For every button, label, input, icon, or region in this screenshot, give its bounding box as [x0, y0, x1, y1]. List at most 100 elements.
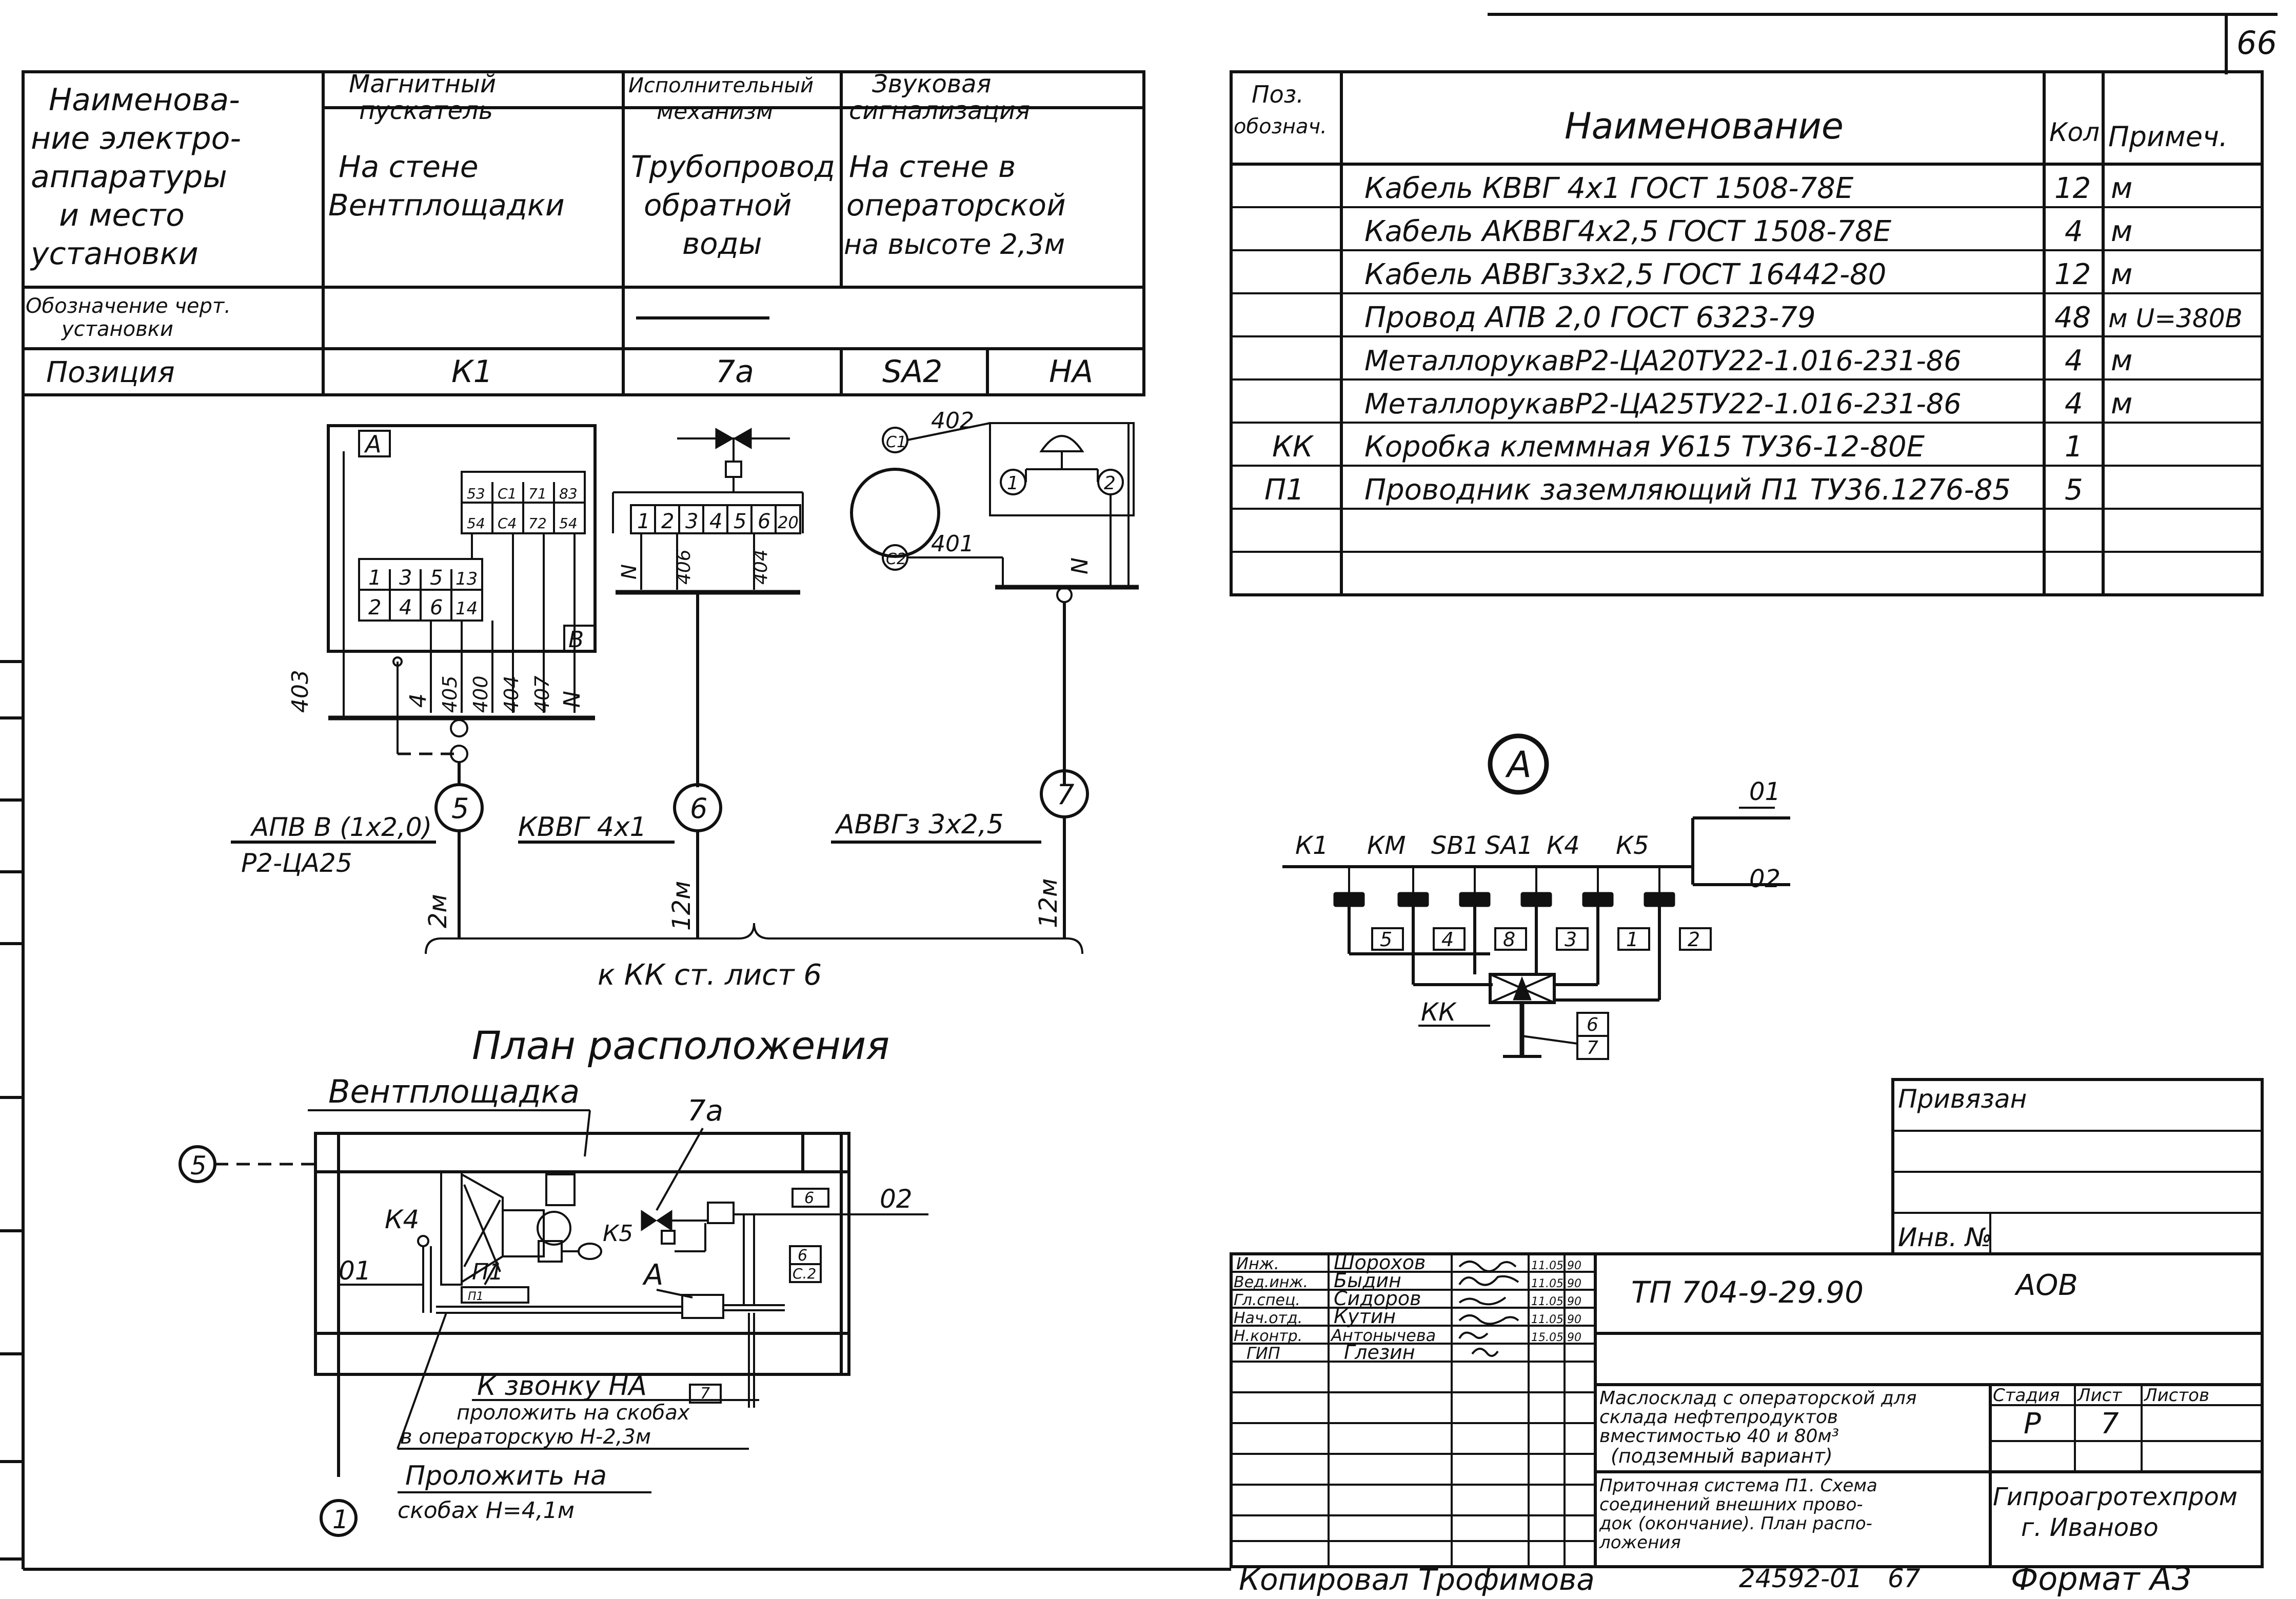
axis-5: 5	[190, 1151, 207, 1181]
spec-row: Кабель КВВГ 4х1 ГОСТ 1508-78Е 12 м	[1364, 172, 2132, 205]
signature-marks	[1458, 1261, 1519, 1357]
terminal-label: 1	[368, 566, 381, 590]
detail-number: 2	[1688, 928, 1700, 951]
siren-terminal: 1	[1007, 473, 1019, 494]
spec-cell-qty: 5	[2065, 473, 2083, 507]
detail-number: 1	[1626, 928, 1638, 951]
spec-cell-pos: КК	[1272, 430, 1314, 464]
sheet-value: 7	[2101, 1407, 2119, 1441]
row-header-line4: и место	[59, 197, 185, 233]
position-k1: К1	[451, 354, 493, 390]
footer: Копировал Трофимова 24592-01 67 Формат А…	[1239, 1560, 2192, 1597]
wire-label: 4	[405, 693, 431, 708]
device-b-label: В	[568, 627, 584, 653]
plan-02: 02	[880, 1184, 913, 1214]
cable-label: АПВ В (1х2,0)	[250, 812, 432, 842]
detail-marker	[1488, 733, 1549, 795]
position-7a: 7а	[716, 354, 754, 390]
position-ha: HA	[1049, 354, 1093, 390]
detail-a: А 01 02 К1	[1282, 733, 1790, 1060]
spec-row: МеталлорукавР2-ЦА25ТУ22-1.016-231-86 4 м	[1364, 387, 2132, 421]
title-block: Привязан Инв. № Инж. Вед.инж. Гл.спец. Н…	[1230, 1078, 2264, 1568]
object-line: Маслосклад с операторской для	[1599, 1388, 1917, 1409]
spec-cell-qty: 48	[2054, 301, 2091, 334]
layout-plan: План расположения Вентплощадка 5 1 К5	[179, 1023, 928, 1537]
terminal-label: 3	[399, 566, 412, 590]
fan-unit-icon	[440, 1171, 602, 1286]
plan-title: План расположения	[472, 1023, 889, 1068]
col2-place-line1: Трубопровод	[631, 149, 835, 184]
siren-wire: N	[1067, 557, 1093, 574]
actuator-terminal: 2	[661, 510, 674, 533]
actuator-wire: N	[618, 564, 641, 579]
spec-cell-name: Кабель АВВГз3х2,5 ГОСТ 16442-80	[1364, 258, 1886, 291]
sign-date: 11.05.90	[1531, 1277, 1581, 1290]
page-number: 66	[2236, 24, 2277, 62]
equipment-table: Наименова- ние электро- аппаратуры и мес…	[22, 70, 1145, 396]
drawing-label-line2: установки	[61, 317, 173, 341]
detail-label: К5	[1616, 831, 1649, 860]
sheet-format: Формат А3	[2011, 1560, 2192, 1597]
sheets-label: Листов	[2143, 1385, 2209, 1406]
spec-cell-name: Провод АПВ 2,0 ГОСТ 6323-79	[1364, 301, 1816, 334]
cable-length: 12м	[1034, 878, 1063, 928]
position-label: Позиция	[46, 356, 175, 389]
project-section: АОВ	[2014, 1269, 2078, 1302]
wire-label: N	[559, 691, 585, 708]
spec-row: П1 Проводник заземляющий П1 ТУ36.1276-85…	[1264, 473, 2083, 507]
detail-terminal	[1582, 867, 1614, 907]
spec-row: КК Коробка клеммная У615 ТУ36-12-80Е 1	[1272, 430, 2083, 464]
detail-number: 3	[1565, 928, 1577, 951]
actuator-terminal: 4	[709, 510, 722, 533]
detail-label: КМ	[1367, 831, 1406, 860]
sheet-title-line: док (окончание). План распо-	[1599, 1513, 1872, 1534]
detail-sheet-ref: 7	[1587, 1037, 1598, 1058]
col2-place-line3: воды	[682, 226, 762, 261]
wire-label: 407	[531, 675, 553, 713]
person-name: Сидоров	[1334, 1287, 1421, 1310]
horn-box	[989, 422, 1135, 516]
object-line: (подземный вариант)	[1611, 1445, 1833, 1467]
spec-cell-qty: 12	[2054, 172, 2091, 205]
stage-label: Стадия	[1993, 1385, 2060, 1406]
person-name: Глезин	[1344, 1341, 1415, 1364]
plan-c2: С.2	[793, 1265, 816, 1282]
detail-terminal	[1644, 867, 1675, 907]
siren-terminal: С1	[886, 433, 906, 451]
copied-by: Копировал Трофимова	[1239, 1562, 1595, 1597]
col3-place-line2: операторской	[846, 188, 1066, 223]
cable-length: 12м	[667, 881, 696, 931]
spec-cell-qty: 12	[2054, 258, 2091, 291]
detail-box-label: КК	[1421, 998, 1457, 1027]
spec-cell-name: Кабель КВВГ 4х1 ГОСТ 1508-78Е	[1364, 172, 1854, 205]
org-line: Гипроагротехпром	[1993, 1483, 2238, 1511]
contact-label: 53	[467, 485, 485, 502]
detail-number: 5	[1380, 928, 1392, 951]
row-header-line5: установки	[30, 236, 199, 272]
object-line: склада нефтепродуктов	[1599, 1407, 1838, 1428]
contact-label: 71	[528, 485, 547, 502]
valve-icon	[641, 1202, 735, 1252]
wire-label: 400	[469, 675, 492, 713]
detail-sheet-ref: 6	[1587, 1014, 1598, 1035]
object-line: вместимостью 40 и 80м³	[1599, 1426, 1839, 1447]
detail-a-title: А	[1505, 744, 1532, 786]
detail-terminal	[1520, 867, 1552, 907]
position-sa2: SA2	[882, 354, 942, 390]
plan-6b: 6	[798, 1247, 807, 1265]
plan-note1-line3: в операторскую Н-2,3м	[400, 1425, 651, 1449]
siren-terminal: 2	[1104, 473, 1116, 494]
plan-7: 7	[700, 1385, 710, 1403]
spec-cell-pos: П1	[1264, 473, 1304, 507]
privyazan-label: Привязан	[1898, 1084, 2027, 1114]
plan-k5: К5	[603, 1221, 633, 1247]
actuator-terminal: 5	[734, 510, 746, 533]
row-header-line2: ние электро-	[31, 121, 241, 156]
row-header-line1: Наименова-	[49, 82, 240, 118]
contact-label: 54	[559, 515, 578, 532]
horn-icon: 1 2	[1000, 435, 1124, 495]
spec-cell-note: м U=380В	[2108, 304, 2243, 333]
actuator-wire: 406	[674, 549, 695, 585]
terminal-label: 2	[368, 596, 381, 619]
spec-row: МеталлорукавР2-ЦА20ТУ22-1.016-231-86 4 м	[1364, 344, 2132, 377]
